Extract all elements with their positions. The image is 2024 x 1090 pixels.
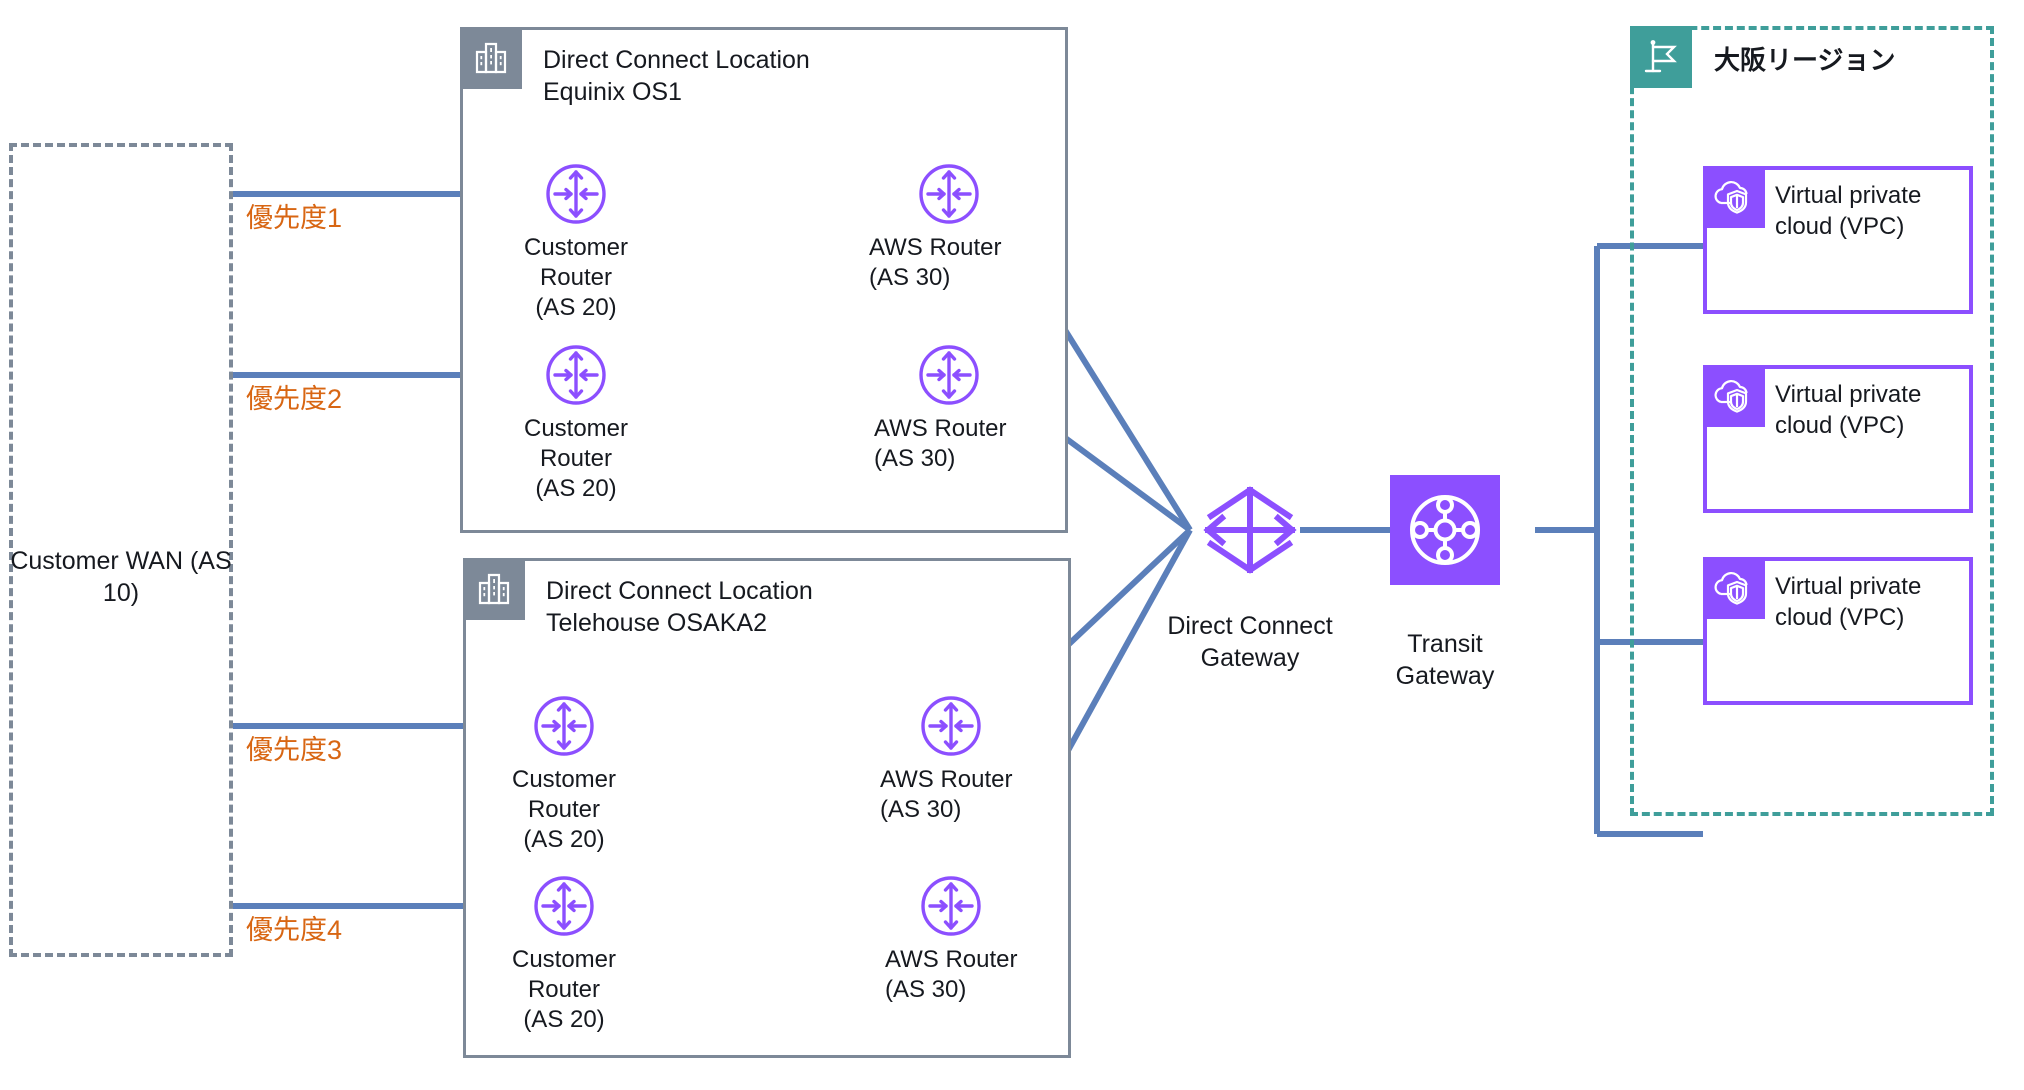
- region-title-osaka: 大阪リージョン: [1714, 45, 1896, 75]
- vpc-icon: [1703, 557, 1765, 619]
- router-icon: [918, 163, 980, 225]
- dx-location-title-telehouse: Direct Connect Location Telehouse OSAKA2: [546, 577, 813, 637]
- building-icon: [463, 558, 525, 620]
- customer-router-label-2: Customer Router (AS 20): [523, 415, 629, 502]
- transit-gateway-icon: [1390, 475, 1500, 585]
- router-icon: [533, 875, 595, 937]
- priority-label-2: 優先度2: [246, 384, 343, 414]
- dx-location-box-telehouse: [463, 558, 1071, 1058]
- aws-router-label-3: AWS Router (AS 30): [880, 766, 1013, 823]
- dx-location-title-equinix: Direct Connect Location Equinix OS1: [543, 46, 810, 106]
- direct-connect-gateway-label: Direct Connect Gateway: [1167, 612, 1333, 672]
- building-icon: [460, 27, 522, 89]
- priority-label-3: 優先度3: [246, 735, 343, 765]
- priority-label-1: 優先度1: [246, 203, 343, 233]
- router-icon: [920, 695, 982, 757]
- region-flag-icon: [1630, 26, 1692, 88]
- router-icon: [533, 695, 595, 757]
- customer-router-label-1: Customer Router (AS 20): [523, 234, 629, 321]
- aws-router-label-1: AWS Router (AS 30): [869, 234, 1002, 291]
- customer-wan-label: Customer WAN (AS 10): [10, 547, 232, 607]
- customer-router-label-3: Customer Router (AS 20): [511, 766, 617, 853]
- vpc-label-1: Virtual private cloud (VPC): [1775, 182, 1922, 240]
- router-icon: [920, 875, 982, 937]
- direct-connect-gateway-icon: [1200, 485, 1300, 575]
- aws-router-label-2: AWS Router (AS 30): [874, 415, 1007, 472]
- vpc-icon: [1703, 365, 1765, 427]
- dx-location-box-equinix: [460, 27, 1068, 533]
- customer-router-label-4: Customer Router (AS 20): [511, 946, 617, 1033]
- vpc-icon: [1703, 166, 1765, 228]
- router-icon: [545, 163, 607, 225]
- router-icon: [918, 344, 980, 406]
- router-icon: [545, 344, 607, 406]
- priority-label-4: 優先度4: [246, 915, 343, 945]
- customer-wan-boundary: [9, 143, 233, 957]
- region-boundary-osaka: [1630, 26, 1994, 816]
- vpc-label-3: Virtual private cloud (VPC): [1775, 573, 1922, 631]
- transit-gateway-label: Transit Gateway: [1395, 630, 1495, 690]
- aws-router-label-4: AWS Router (AS 30): [885, 946, 1018, 1003]
- vpc-label-2: Virtual private cloud (VPC): [1775, 381, 1922, 439]
